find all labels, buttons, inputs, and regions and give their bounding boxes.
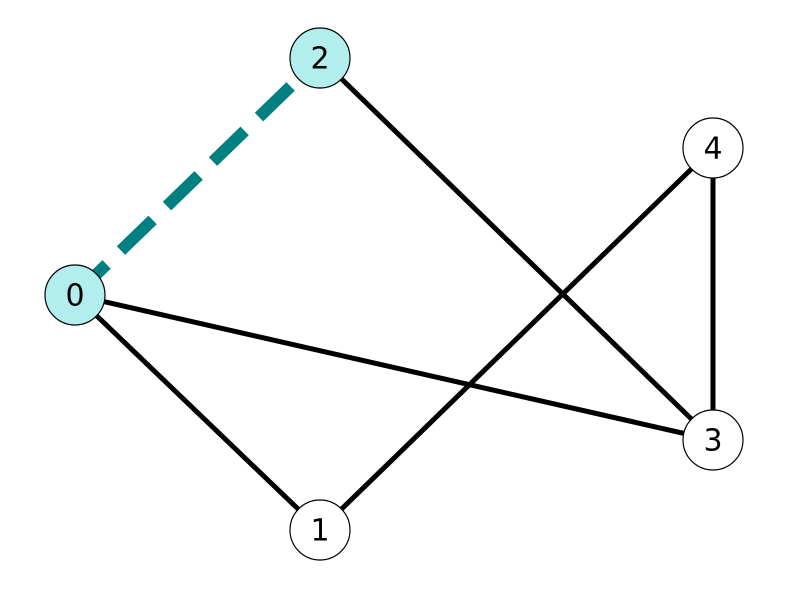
node-1-label: 1 — [310, 514, 329, 549]
node-3-circle — [682, 409, 744, 471]
edge-0-1 — [73, 293, 322, 532]
node-4-circle — [682, 117, 744, 179]
edge-layer — [70, 53, 716, 532]
node-2-label: 2 — [310, 42, 329, 77]
node-0-circle — [44, 264, 106, 326]
node-1-circle — [289, 499, 351, 561]
node-0: 0 — [44, 264, 106, 326]
node-0-label: 0 — [65, 279, 84, 314]
node-3: 3 — [682, 409, 744, 471]
edge-1-4 — [318, 146, 715, 532]
edge-0-3 — [74, 292, 714, 443]
node-layer: 0 1 2 3 4 — [44, 27, 744, 561]
node-2: 2 — [289, 27, 351, 89]
node-4: 4 — [682, 117, 744, 179]
node-2-circle — [289, 27, 351, 89]
edge-2-3 — [318, 56, 715, 442]
edge-0-2 — [70, 53, 325, 300]
node-1: 1 — [289, 499, 351, 561]
node-3-label: 3 — [703, 424, 722, 459]
node-4-label: 4 — [703, 132, 722, 167]
